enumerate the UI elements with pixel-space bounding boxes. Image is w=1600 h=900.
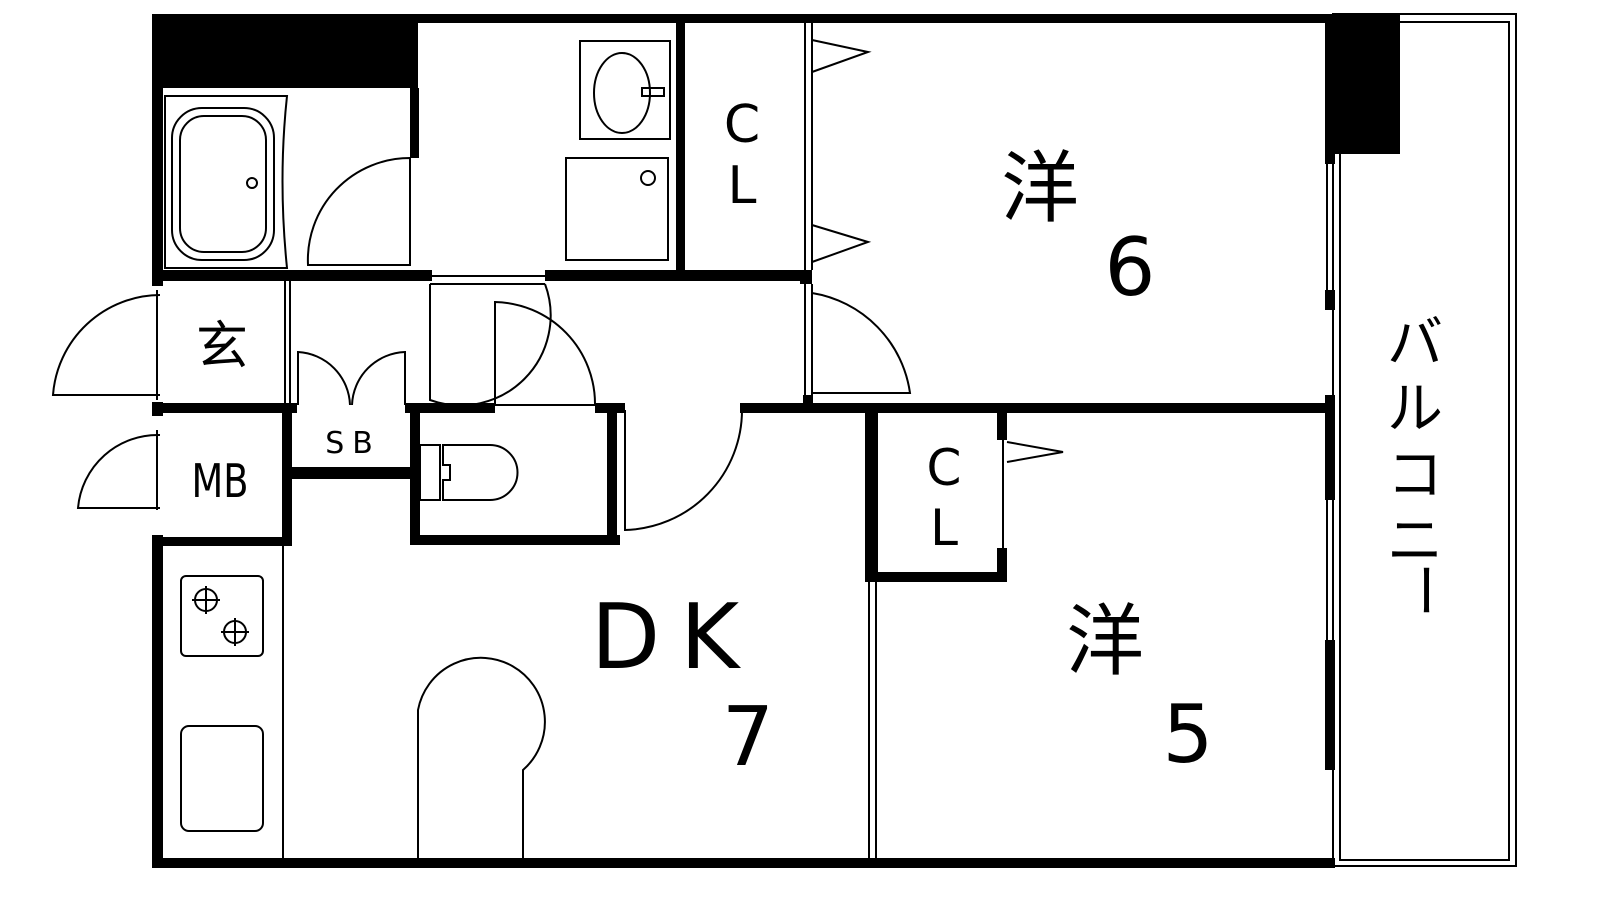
thin-lines	[156, 22, 1334, 858]
kitchen-sink-icon	[180, 725, 264, 832]
closet-2-c: C	[927, 439, 962, 497]
door-swings	[51, 39, 1064, 532]
closet-1-l: L	[728, 156, 757, 216]
western-room-5-size: 5	[1163, 688, 1214, 781]
walls	[152, 14, 1335, 868]
balcony-inner	[1339, 21, 1510, 861]
toilet-icon	[419, 444, 519, 501]
western-room-6-size: 6	[1105, 221, 1156, 314]
closet-1-c: C	[724, 95, 760, 155]
western-room-5-label: 洋	[1066, 597, 1144, 687]
dk-label: DK	[591, 585, 759, 690]
western-room-6-label: 洋	[1001, 144, 1079, 234]
svg-text:バ: バ	[1387, 311, 1443, 376]
svg-text:ー: ー	[1391, 562, 1456, 618]
stove-icon	[180, 575, 264, 657]
refrigerator-space-icon	[417, 656, 546, 858]
closet-2-l: L	[930, 499, 958, 557]
balcony-label: バ ル コ ニ ー	[1387, 311, 1456, 618]
washing-machine-icon	[565, 157, 669, 261]
shoe-box-label: SB	[325, 426, 381, 461]
svg-text:ニ: ニ	[1387, 509, 1443, 574]
entrance-label: 玄	[196, 317, 248, 377]
bathtub-icon	[164, 95, 289, 269]
meter-box-label: MB	[192, 454, 249, 508]
svg-text:コ: コ	[1387, 443, 1443, 508]
balcony-pillar	[1333, 14, 1400, 154]
svg-text:ル: ル	[1387, 377, 1443, 442]
dk-size: 7	[722, 690, 774, 785]
washbasin-icon	[579, 40, 671, 140]
